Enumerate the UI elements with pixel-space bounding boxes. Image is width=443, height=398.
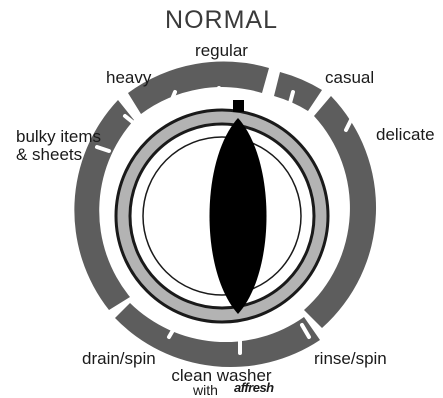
cycle-label-regular[interactable]: regular bbox=[0, 42, 443, 60]
cycle-label-bulky-line1: bulky items bbox=[16, 128, 101, 146]
group-title-normal: NORMAL bbox=[0, 6, 443, 35]
cycle-label-bulky[interactable]: bulky items & sheets bbox=[16, 128, 101, 164]
cycle-label-with: with bbox=[193, 383, 218, 397]
cycle-label-delicate[interactable]: delicate bbox=[376, 126, 435, 144]
ring-segment-casual[interactable] bbox=[274, 72, 322, 111]
affresh-logo: affresh bbox=[234, 381, 274, 395]
cycle-label-bulky-line2: & sheets bbox=[16, 146, 101, 164]
cycle-label-drain-spin[interactable]: drain/spin bbox=[82, 350, 156, 368]
cycle-label-rinse-spin[interactable]: rinse/spin bbox=[314, 350, 387, 368]
position-indicator bbox=[233, 100, 244, 112]
cycle-label-casual[interactable]: casual bbox=[325, 69, 374, 87]
cycle-label-heavy[interactable]: heavy bbox=[106, 69, 151, 87]
cycle-label-clean-washer[interactable]: clean washer bbox=[0, 367, 443, 385]
